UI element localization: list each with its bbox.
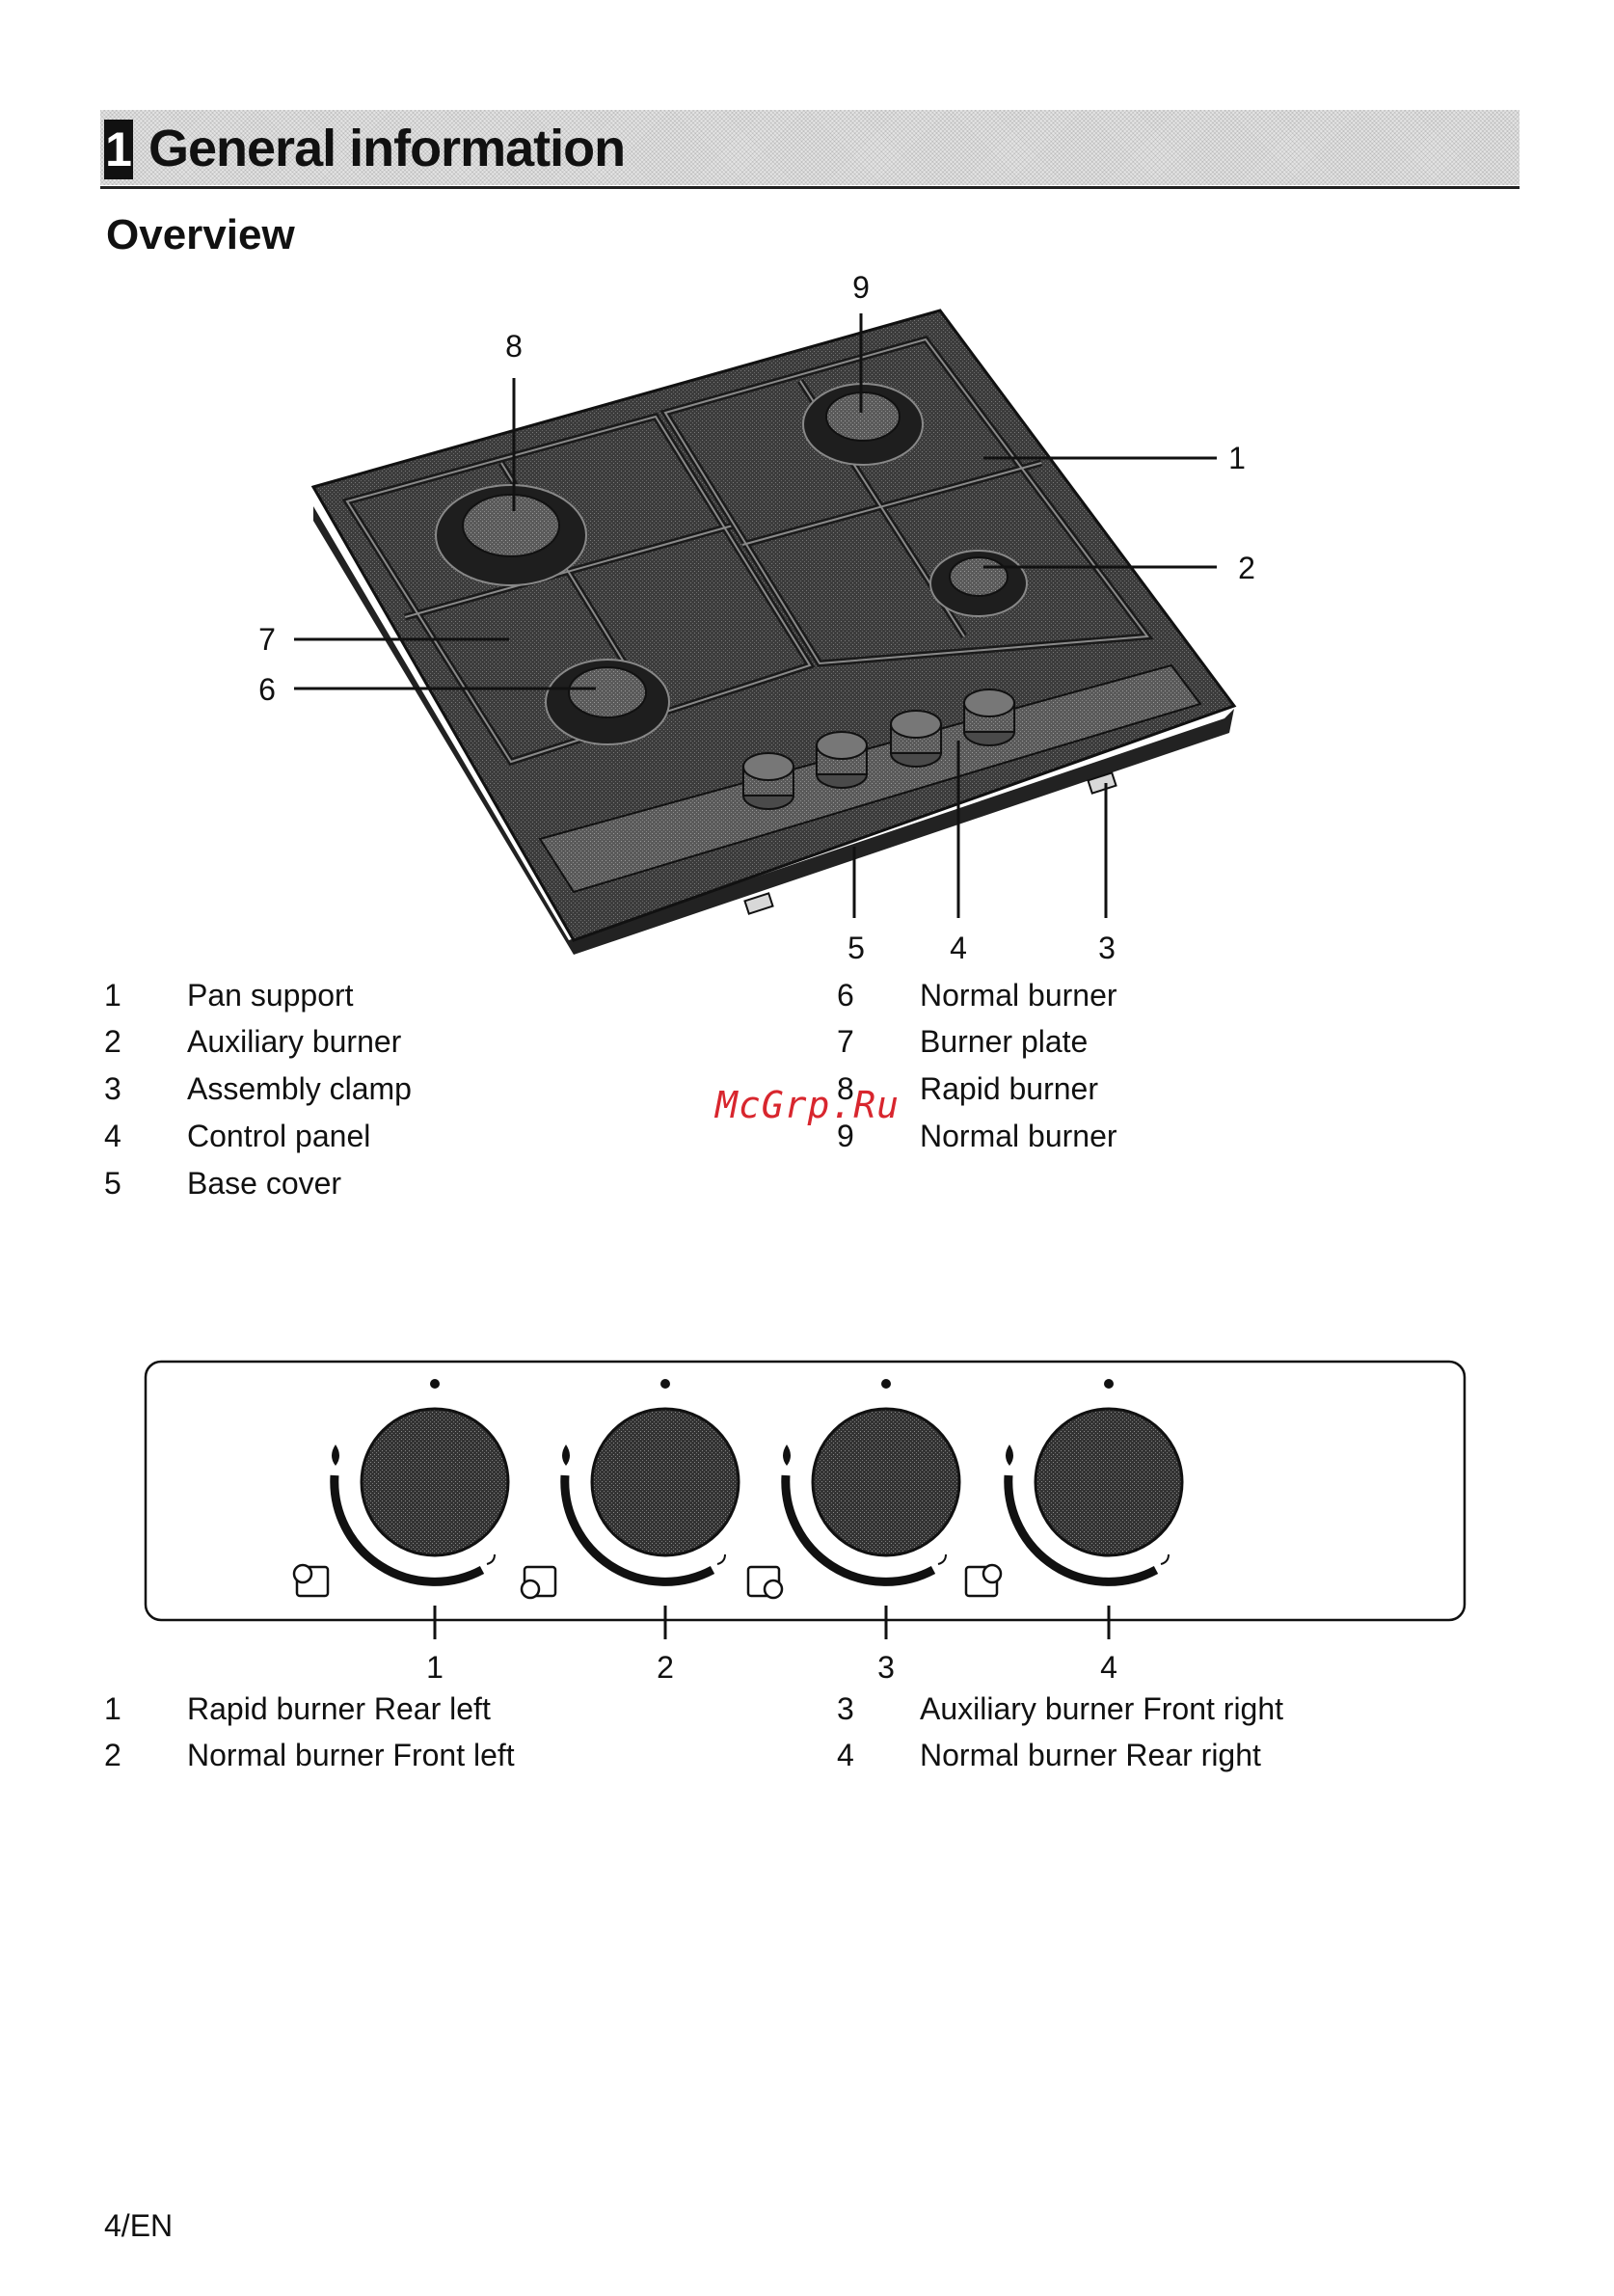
chapter-title: General information [148,120,626,177]
knob-callout-3: 3 [877,1650,895,1685]
legend-number: 4 [104,1119,121,1153]
list-item: 6 Normal burner [837,972,1415,1018]
flame-small-icon [486,1553,496,1565]
chapter-header-band [100,110,1520,185]
burner-rapid [435,484,587,586]
legend-label: Normal burner Rear right [920,1738,1261,1772]
knob-2 [520,1379,740,1639]
legend-number: 7 [837,1024,854,1059]
legend-number: 3 [104,1071,121,1106]
list-item: 8 Rapid burner [837,1066,1415,1112]
legend-number: 5 [104,1166,121,1201]
position-dot [881,1379,891,1389]
control-strip [538,663,1202,894]
burner-position-icon [746,1565,784,1600]
flame-scale-arc [1004,1474,1159,1586]
callout-4: 4 [950,931,967,965]
page-number: 4/EN [104,2208,174,2243]
legend-number: 1 [104,978,121,1013]
flame-scale-arc [781,1474,936,1586]
callout-5: 5 [847,931,865,965]
legend-number: 1 [104,1691,121,1726]
legend-number: 4 [837,1738,854,1772]
legend-number: 6 [837,978,854,1013]
flame-large-icon [783,1445,791,1466]
legend-label: Rapid burner Rear left [187,1691,491,1726]
chapter-number: 1 [104,120,133,179]
legend-label: Assembly clamp [187,1071,412,1106]
knob-3 [746,1379,961,1639]
burner-normal-rear [802,383,924,466]
legend-number: 2 [104,1738,121,1772]
list-item: 4 Control panel [104,1113,683,1159]
knob-callout-4: 4 [1100,1650,1117,1685]
hob-illustration: 1 2 3 4 5 6 7 8 9 [258,270,1255,965]
callout-6: 6 [258,672,276,707]
list-item: 2 Normal burner Front left [104,1732,683,1778]
flame-large-icon [332,1445,339,1466]
position-dot [430,1379,440,1389]
list-item: 5 Base cover [104,1160,683,1206]
legend-label: Control panel [187,1119,371,1153]
legend-label: Auxiliary burner [187,1024,402,1059]
position-dot [660,1379,670,1389]
list-item: 1 Rapid burner Rear left [104,1686,683,1732]
list-item: 1 Pan support [104,972,683,1018]
burner-position-icon [292,1563,330,1598]
burner-position-icon [520,1565,557,1600]
legend-number: 2 [104,1024,121,1059]
callout-1: 1 [1228,441,1246,475]
control-panel-outline [144,1360,1466,1622]
legend-label: Rapid burner [920,1071,1098,1106]
flame-small-icon [937,1553,947,1565]
legend-label: Base cover [187,1166,342,1201]
legend-number: 8 [837,1071,854,1106]
list-item: 9 Normal burner [837,1113,1415,1159]
knob-legend-left: 1 Rapid burner Rear left 2 Normal burner F… [104,1686,779,1782]
position-dot [1104,1379,1114,1389]
flame-small-icon [1160,1553,1170,1565]
legend-label: Pan support [187,978,354,1013]
callout-3: 3 [1098,931,1116,965]
overview-legend-left: 1 Pan support 2 Auxiliary burner 3 Assembly… [104,972,779,1213]
burner-normal-front [545,659,670,745]
legend-label: Normal burner Front left [187,1738,515,1772]
callout-8: 8 [505,329,523,364]
burner-position-icon [964,1563,1003,1598]
list-item: 7 Burner plate [837,1018,1415,1065]
knob-callout-2: 2 [657,1650,674,1685]
knob-1 [292,1379,510,1639]
control-panel-diagram: 1 2 3 4 [144,1360,1466,1685]
burner-auxiliary [929,550,1028,617]
watermark: McGrp.Ru [715,1084,901,1126]
chapter-header-rule [100,186,1520,189]
callout-lines [294,313,1217,918]
legend-label: Normal burner [920,978,1117,1013]
knob-callout-1: 1 [426,1650,444,1685]
flame-large-icon [1006,1445,1013,1466]
list-item: 3 Assembly clamp [104,1066,683,1112]
flame-scale-arc [560,1474,715,1586]
assembly-clamp [743,771,1117,915]
list-item: 3 Auxiliary burner Front right [837,1686,1415,1732]
list-item: 4 Normal burner Rear right [837,1732,1415,1778]
flame-scale-arc [330,1474,485,1586]
legend-label: Auxiliary burner Front right [920,1691,1284,1726]
hob-plate [310,309,1237,942]
hob-knobs [742,689,1015,810]
legend-number: 9 [837,1119,854,1153]
flame-small-icon [716,1553,726,1565]
callout-2: 2 [1238,551,1255,585]
callout-9: 9 [852,270,870,305]
list-item: 2 Auxiliary burner [104,1018,683,1065]
section-title: Overview [106,211,295,258]
knob-4 [964,1379,1184,1639]
legend-label: Burner plate [920,1024,1089,1059]
legend-label: Normal burner [920,1119,1117,1153]
callout-7: 7 [258,622,276,657]
knob-legend-right: 3 Auxiliary burner Front right 4 Normal bu… [837,1686,1512,1782]
legend-number: 3 [837,1691,854,1726]
flame-large-icon [562,1445,570,1466]
